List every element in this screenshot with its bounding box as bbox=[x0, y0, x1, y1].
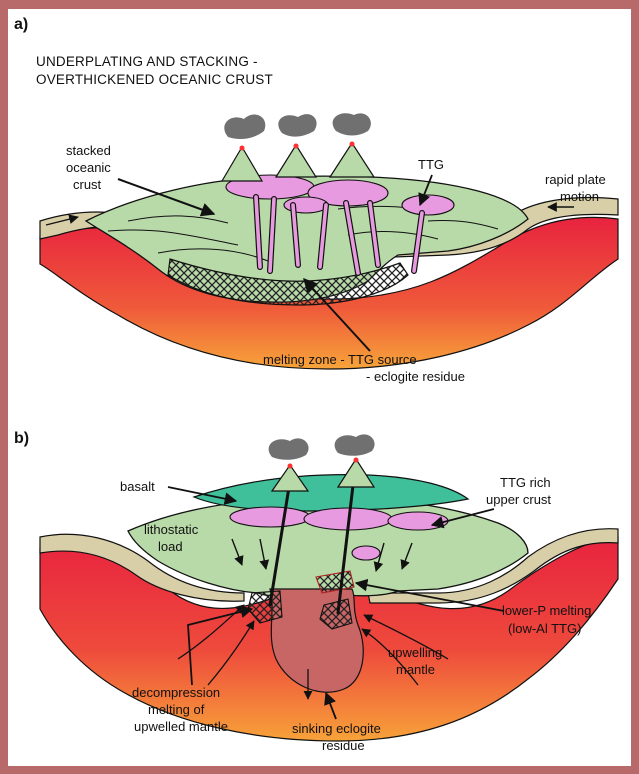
tectonic-diagram: a) UNDERPLATING AND STACKING - OVERTHICK… bbox=[8, 9, 631, 766]
label-stacked-3: crust bbox=[73, 177, 102, 192]
label-sinking-1: sinking eclogite bbox=[292, 721, 381, 736]
label-decomp-1: decompression bbox=[132, 685, 220, 700]
label-melting-2: - eclogite residue bbox=[366, 369, 465, 384]
label-litho-2: load bbox=[158, 539, 183, 554]
label-rapid-1: rapid plate bbox=[545, 172, 606, 187]
panel-a-letter: a) bbox=[14, 16, 28, 33]
panel-a-title-line1: UNDERPLATING AND STACKING - bbox=[36, 54, 258, 69]
label-ttg-a: TTG bbox=[418, 157, 444, 172]
label-stacked-1: stacked bbox=[66, 143, 111, 158]
label-litho-1: lithostatic bbox=[144, 522, 199, 537]
label-sinking-2: residue bbox=[322, 738, 365, 753]
volcanoes-a bbox=[222, 113, 374, 181]
label-basalt: basalt bbox=[120, 479, 155, 494]
label-upwelling-2: mantle bbox=[396, 662, 435, 677]
figure-panel: a) UNDERPLATING AND STACKING - OVERTHICK… bbox=[8, 9, 631, 766]
label-ttg-rich-2: upper crust bbox=[486, 492, 551, 507]
label-decomp-2: melting of bbox=[148, 702, 205, 717]
label-rapid-2: motion bbox=[560, 189, 599, 204]
label-lowp-1: lower-P melting bbox=[502, 603, 591, 618]
panel-a-title-line2: OVERTHICKENED OCEANIC CRUST bbox=[36, 72, 273, 87]
label-lowp-2: (low-Al TTG) bbox=[508, 621, 581, 636]
label-upwelling-1: upwelling bbox=[388, 645, 442, 660]
label-ttg-rich-1: TTG rich bbox=[500, 475, 551, 490]
label-decomp-3: upwelled mantle bbox=[134, 719, 228, 734]
label-stacked-2: oceanic bbox=[66, 160, 111, 175]
label-melting-1: melting zone - TTG source bbox=[263, 352, 417, 367]
basalt-layer-b bbox=[194, 475, 468, 511]
panel-b-letter: b) bbox=[14, 430, 29, 447]
